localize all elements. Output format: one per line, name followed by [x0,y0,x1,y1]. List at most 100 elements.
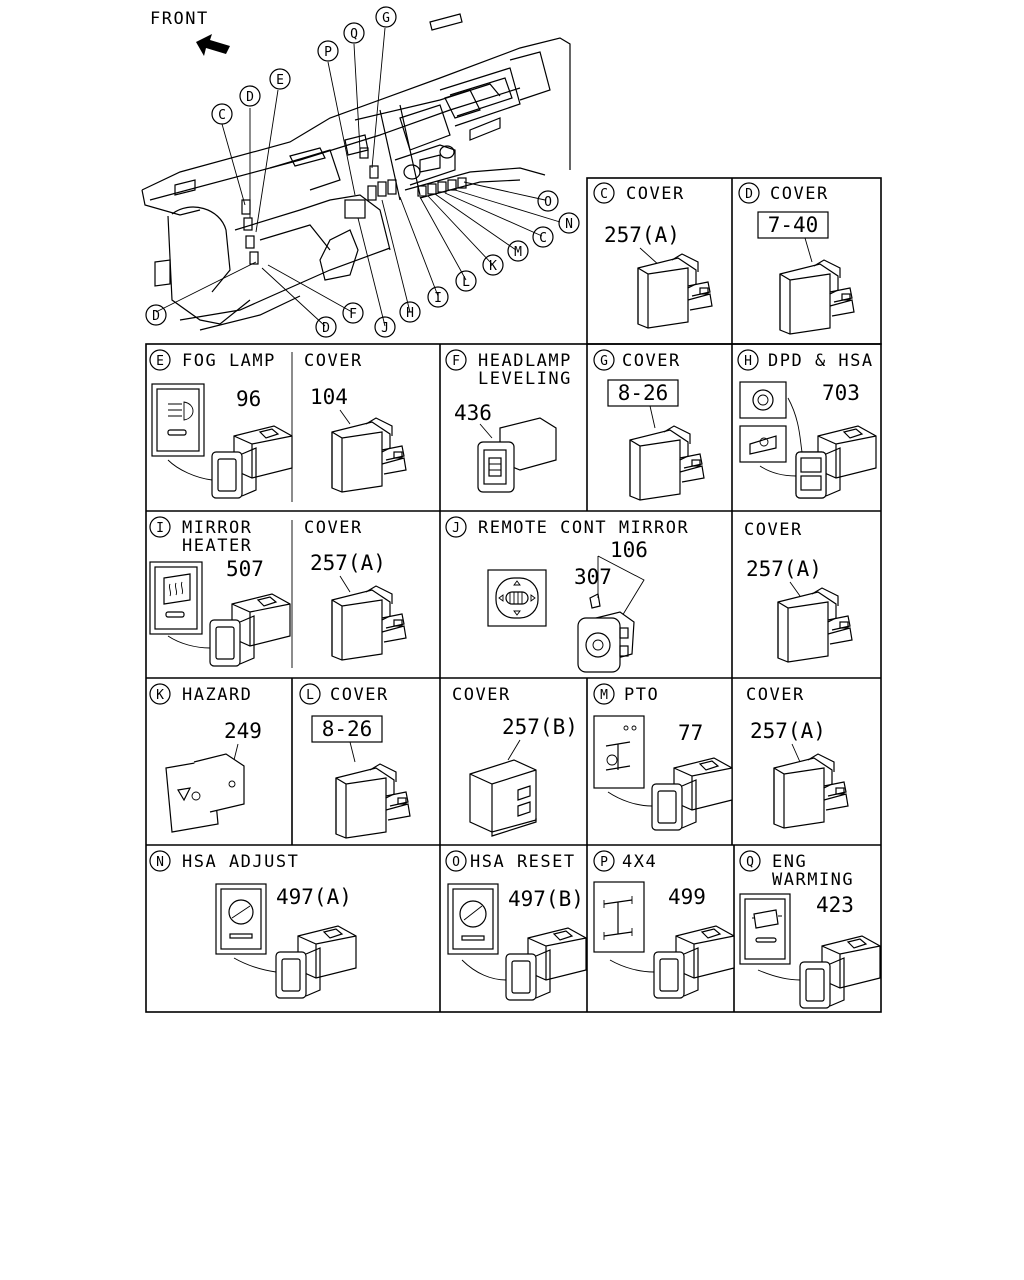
panel-p-4x4: P 4X4 499 [593,850,735,999]
callout-c-right: C [532,226,554,248]
engine-icon [752,909,782,943]
svg-text:D: D [745,187,753,202]
panel-c-cover: C COVER 257(A) [593,182,713,329]
panel-k-hazard: K HAZARD 249 [149,683,262,833]
switch-part-icon [651,757,733,831]
svg-text:HEATER: HEATER [182,536,252,556]
mirror-control-icon [487,569,547,627]
svg-text:G: G [600,354,608,369]
callout-n: N [558,212,580,234]
svg-text:F: F [452,354,460,369]
switch-part-icon [275,925,357,999]
cover-part-icon [469,759,537,837]
svg-text:ENG: ENG [772,852,807,872]
switch-part-icon [505,927,587,1001]
cover-part-icon [637,253,713,329]
panel-i-mirror-heater: I MIRROR HEATER 507 COVER 257(A) [149,516,407,667]
callout-d-bottom: D [315,316,337,338]
svg-text:P: P [600,855,608,870]
hsa-icon [749,435,777,455]
svg-text:M: M [600,688,608,703]
svg-text:FOG LAMP: FOG LAMP [182,351,276,371]
svg-text:N: N [565,217,573,232]
svg-text:77: 77 [678,721,703,745]
callout-k: K [482,254,504,276]
panel-l-cover: L COVER 8-26 COVER 257(B) [299,683,578,839]
svg-text:E: E [156,354,164,369]
svg-text:HEADLAMP: HEADLAMP [478,351,572,371]
cover-part-icon [777,587,853,663]
svg-text:F: F [349,307,357,322]
svg-text:MIRROR: MIRROR [182,518,252,538]
svg-text:P: P [324,45,332,60]
svg-text:O: O [452,855,460,870]
svg-text:L: L [462,275,470,290]
panel-o-hsa-reset: O HSA RESET 497(B) [445,850,587,1001]
svg-text:G: G [382,11,390,26]
panel-q-eng-warming: Q ENG WARMING 423 [739,850,881,1009]
reference-8-26: 8-26 [618,381,669,405]
svg-text:COVER: COVER [304,518,363,538]
svg-text:COVER: COVER [744,520,803,540]
svg-text:C: C [539,231,547,246]
callout-j: J [374,316,396,338]
hsa-reset-icon [459,900,487,941]
svg-text:106: 106 [610,538,648,562]
callout-o: O [537,190,559,212]
svg-text:COVER: COVER [452,685,511,705]
panel-d-cover: D COVER 7-40 [738,182,855,335]
callout-q: Q [343,22,365,44]
svg-text:COVER: COVER [304,351,363,371]
dashboard-overview: FRONT [141,6,580,338]
callout-m: M [507,240,529,262]
svg-text:COVER: COVER [746,685,805,705]
hazard-triangle-icon [177,787,192,802]
svg-text:499: 499 [668,885,706,909]
reference-8-26: 8-26 [322,717,373,741]
fog-lamp-icon [167,401,194,436]
callout-e: E [269,68,291,90]
svg-text:96: 96 [236,387,261,411]
panel-e-fog-lamp: E FOG LAMP 96 COVER 104 [149,349,407,499]
cover-part-icon [773,753,849,829]
svg-text:COVER: COVER [770,184,829,204]
part-number-257a: 257(A) [604,223,680,247]
svg-text:I: I [434,291,442,306]
svg-text:HAZARD: HAZARD [182,685,252,705]
svg-text:C: C [218,108,226,123]
svg-text:104: 104 [310,385,348,409]
svg-text:REMOTE CONT MIRROR: REMOTE CONT MIRROR [478,518,689,538]
callout-c-top: C [211,103,233,125]
svg-text:N: N [156,855,164,870]
svg-text:H: H [406,306,414,321]
svg-text:H: H [744,354,752,369]
panel-f-headlamp-leveling: F HEADLAMP LEVELING 436 [445,349,572,493]
svg-text:D: D [152,309,160,324]
mirror-switch-part-icon [577,593,635,673]
svg-text:D: D [322,321,330,336]
svg-text:257(B): 257(B) [502,715,578,739]
svg-text:LEVELING: LEVELING [478,369,572,389]
panel-grid [145,177,882,1013]
cover-part-icon [779,259,855,335]
svg-text:257(A): 257(A) [750,719,826,743]
panel-h-dpd-hsa: H DPD & HSA 703 [737,349,877,499]
svg-text:COVER: COVER [330,685,389,705]
callout-h: H [399,301,421,323]
svg-text:J: J [381,321,389,336]
callout-f: F [342,302,364,324]
svg-text:257(A): 257(A) [310,551,386,575]
svg-text:K: K [489,259,497,274]
svg-text:4X4: 4X4 [622,852,657,872]
panel-m-pto: M PTO 77 COVER 257(A) [593,683,849,831]
svg-text:497(B): 497(B) [508,887,584,911]
cover-part-icon [331,585,407,661]
svg-text:PTO: PTO [624,685,659,705]
svg-text:HSA RESET: HSA RESET [470,852,576,872]
panel-j-remote-cont-mirror: J REMOTE CONT MIRROR 106 307 COVER 257(A… [445,510,872,673]
svg-text:M: M [514,245,522,260]
svg-text:L: L [306,688,314,703]
pto-icon [605,725,637,771]
svg-text:J: J [452,521,460,536]
